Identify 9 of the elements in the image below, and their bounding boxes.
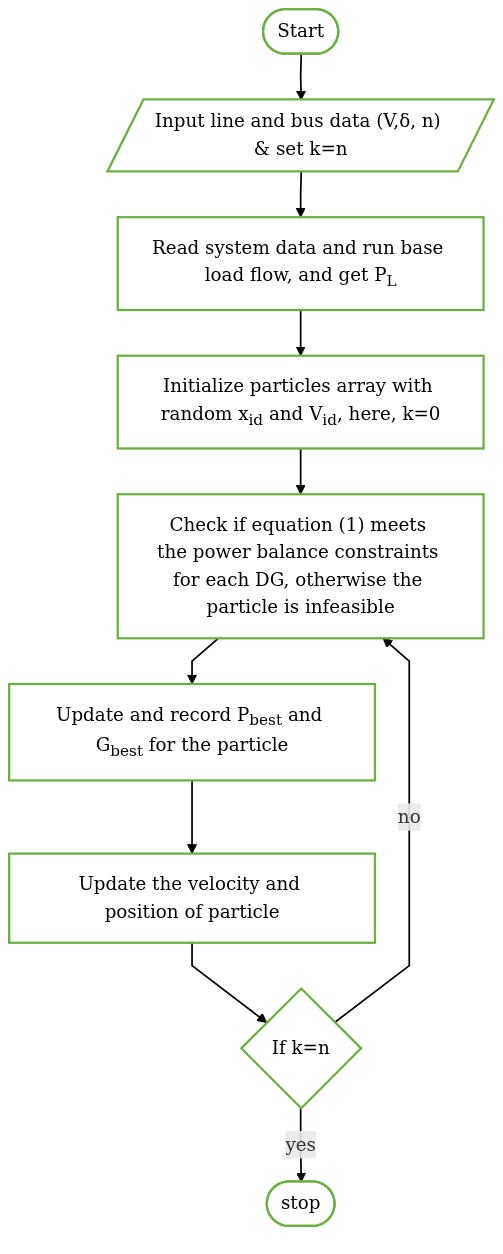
node-box: Read system data and run base load flow, and get P$_{L}$ <box>116 216 485 312</box>
node-box: Update and record P$_{best}$ and G$_{best}$ for the particle <box>8 682 377 782</box>
node-box: Update the velocity and position of particle <box>8 852 377 944</box>
node-box: Check if equation (1) meets the power balance constraints for each DG, otherwise the particle is infeasible <box>116 493 485 640</box>
edge-label: yes <box>285 1133 316 1156</box>
edge-label: no <box>397 805 421 828</box>
node-box: Initialize particles array with random x$_{id}$ and V$_{id}$, here, k=0 <box>116 354 485 450</box>
node-diamond: If k=n <box>239 986 363 1110</box>
arrow <box>295 171 306 218</box>
